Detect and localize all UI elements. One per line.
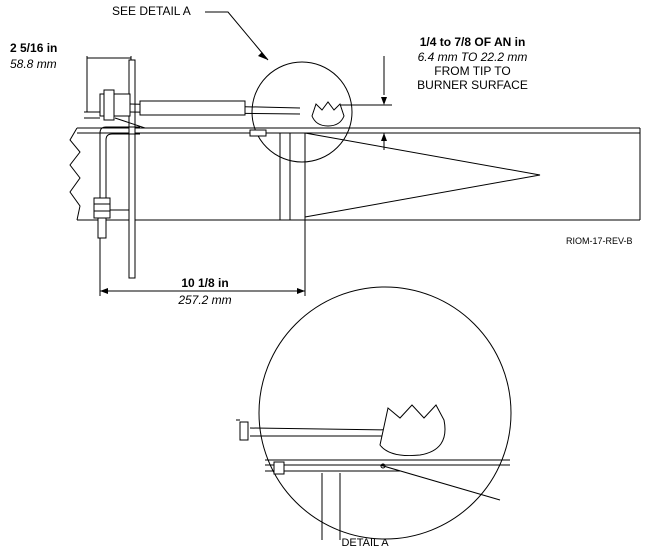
gap-dimension-inches: 1/4 to 7/8 OF AN in: [419, 35, 526, 49]
detail-a-view: [236, 286, 512, 540]
offset-dimension-mm: 58.8 mm: [10, 57, 57, 71]
gap-dimension-mm: 6.4 mm TO 22.2 mm: [417, 50, 528, 64]
flame-icon: [311, 101, 345, 127]
offset-dimension-inches: 2 5/16 in: [10, 41, 58, 55]
pilot-assembly: [84, 89, 301, 239]
detail-flame-icon: [379, 404, 446, 456]
gap-dimension-lines: [340, 56, 392, 150]
detail-title: DETAIL A: [341, 537, 389, 549]
see-detail-label: SEE DETAIL A: [112, 4, 191, 18]
drawing-id: RIOM-17-REV-B: [566, 236, 633, 246]
mounting-flange: [128, 59, 136, 279]
length-dimension-lines: [99, 220, 306, 296]
see-detail-leader: [205, 11, 269, 61]
length-dimension-inches: 10 1/8 in: [181, 276, 229, 290]
gap-note-line2: BURNER SURFACE: [417, 78, 528, 92]
length-dimension-mm: 257.2 mm: [178, 293, 232, 307]
detail-circle-small: [251, 61, 353, 163]
burner-tube: [69, 127, 641, 221]
gap-note-line1: FROM TIP TO: [434, 64, 511, 78]
